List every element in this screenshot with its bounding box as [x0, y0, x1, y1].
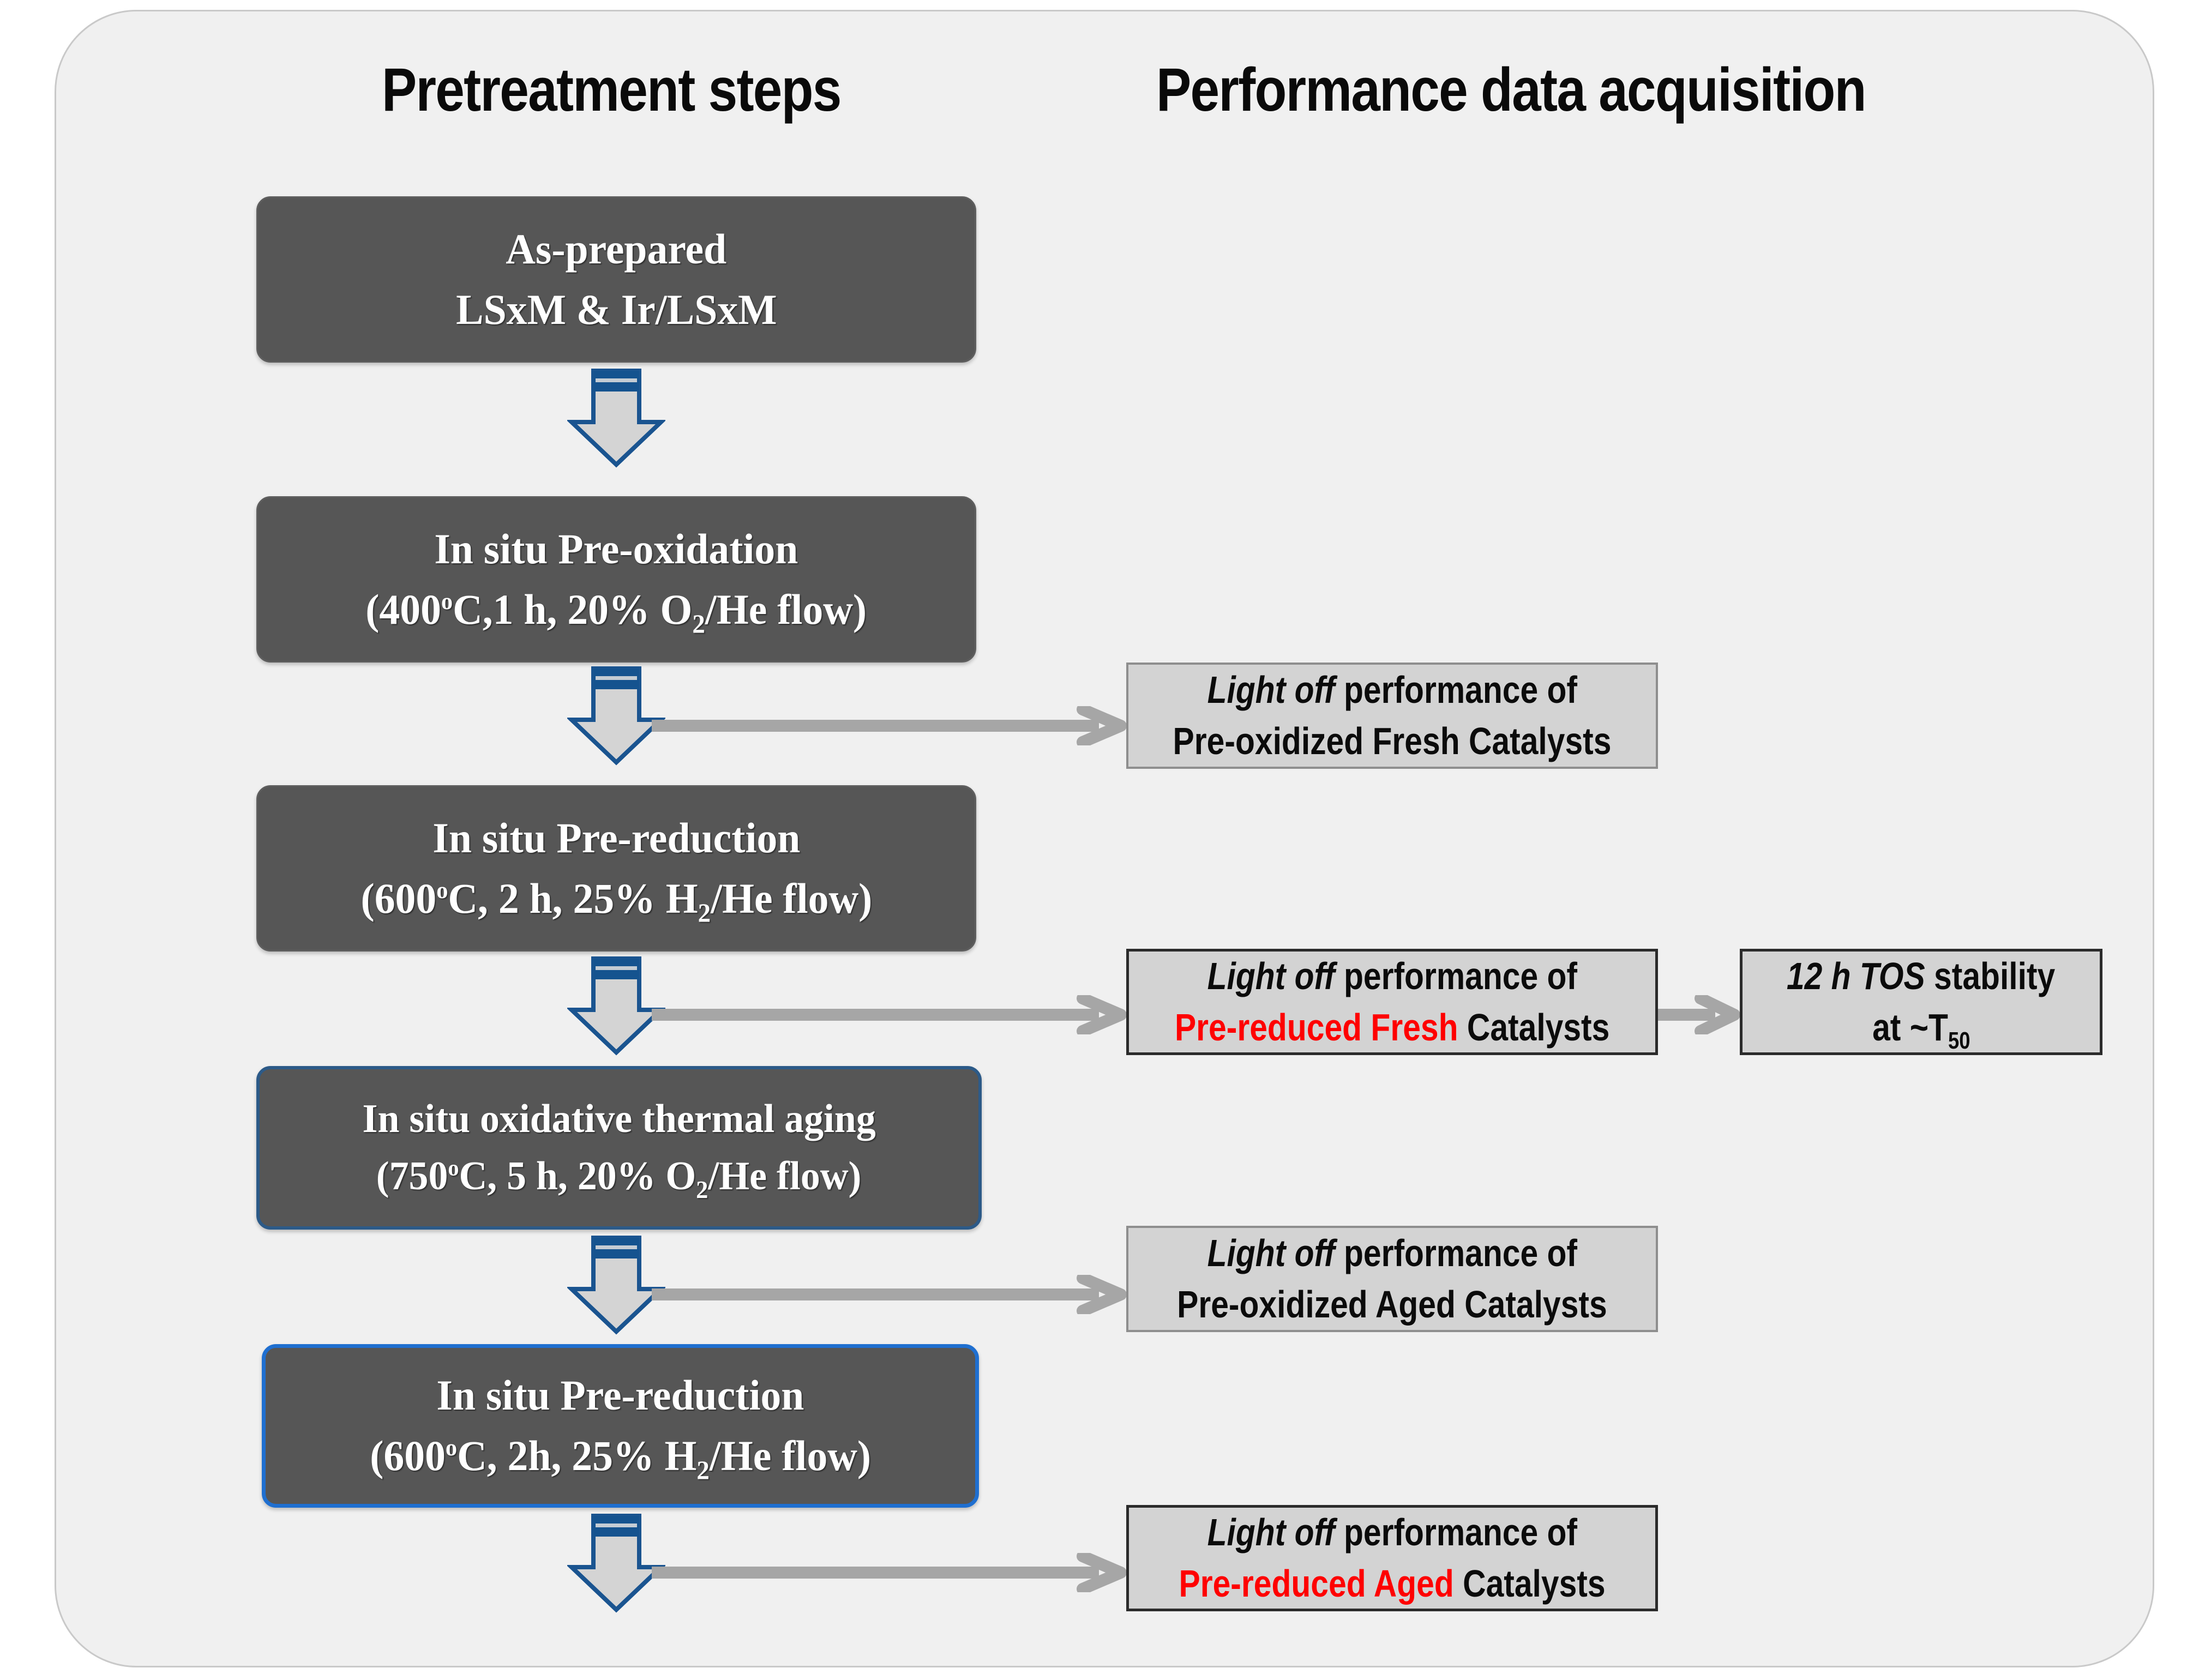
process-box-as-prepared: As-prepared LSxM & Ir/LSxM	[256, 196, 976, 363]
down-arrow-3	[567, 954, 665, 1056]
result-box-pre-oxidized-aged: Light off performance of Pre-oxidized Ag…	[1126, 1226, 1658, 1332]
connector-arrow-to-pre-reduced-aged	[652, 1553, 1132, 1592]
down-arrow-5	[567, 1512, 665, 1613]
box-line-2: (600oC, 2 h, 25% H2/He flow)	[361, 874, 872, 928]
column-title-performance: Performance data acquisition	[1156, 56, 1866, 124]
box-line-1: In situ Pre-reduction	[432, 814, 800, 862]
result-box-pre-reduced-fresh: Light off performance of Pre-reduced Fre…	[1126, 949, 1658, 1055]
down-arrow-2	[567, 664, 665, 766]
box-line-1: As-prepared	[506, 225, 727, 273]
box-line-2: (600oC, 2h, 25% H2/He flow)	[370, 1432, 871, 1485]
connector-arrow-to-pre-reduced-fresh	[652, 995, 1132, 1034]
stability-line-1: 12 h TOS stability	[1787, 954, 2056, 997]
down-arrow-4	[567, 1233, 665, 1335]
result-line-2: Pre-reduced Fresh Catalysts	[1174, 1005, 1610, 1049]
result-line-1: Light off performance of	[1207, 1231, 1577, 1274]
result-box-pre-reduced-aged: Light off performance of Pre-reduced Age…	[1126, 1505, 1658, 1611]
stability-line-2: at ~T50	[1872, 1005, 1970, 1054]
process-box-pre-reduction-2: In situ Pre-reduction (600oC, 2h, 25% H2…	[262, 1344, 979, 1508]
result-line-2: Pre-oxidized Fresh Catalysts	[1173, 719, 1612, 762]
connector-arrow-to-pre-oxidized-fresh	[652, 706, 1132, 745]
box-line-2: (400oC,1 h, 20% O2/He flow)	[365, 585, 867, 639]
box-line-2: LSxM & Ir/LSxM	[455, 285, 777, 333]
process-box-pre-reduction-1: In situ Pre-reduction (600oC, 2 h, 25% H…	[256, 785, 976, 952]
down-arrow-1	[567, 366, 665, 468]
column-title-pretreatment: Pretreatment steps	[382, 56, 842, 124]
result-box-tos-stability: 12 h TOS stability at ~T50	[1740, 949, 2102, 1055]
result-line-1: Light off performance of	[1207, 1510, 1577, 1553]
box-line-1: In situ oxidative thermal aging	[362, 1096, 876, 1141]
result-line-2: Pre-reduced Aged Catalysts	[1179, 1562, 1606, 1605]
result-line-1: Light off performance of	[1207, 668, 1577, 711]
connector-arrow-to-tos-stability	[1658, 995, 1743, 1034]
result-line-1: Light off performance of	[1207, 954, 1577, 997]
result-line-2: Pre-oxidized Aged Catalysts	[1177, 1282, 1607, 1326]
result-box-pre-oxidized-fresh: Light off performance of Pre-oxidized Fr…	[1126, 663, 1658, 769]
box-line-1: In situ Pre-oxidation	[434, 525, 798, 573]
box-line-2: (750oC, 5 h, 20% O2/He flow)	[376, 1154, 862, 1203]
connector-arrow-to-pre-oxidized-aged	[652, 1275, 1132, 1314]
process-box-oxidative-thermal-aging: In situ oxidative thermal aging (750oC, …	[256, 1066, 982, 1230]
box-line-1: In situ Pre-reduction	[436, 1371, 804, 1419]
process-box-pre-oxidation: In situ Pre-oxidation (400oC,1 h, 20% O2…	[256, 496, 976, 663]
